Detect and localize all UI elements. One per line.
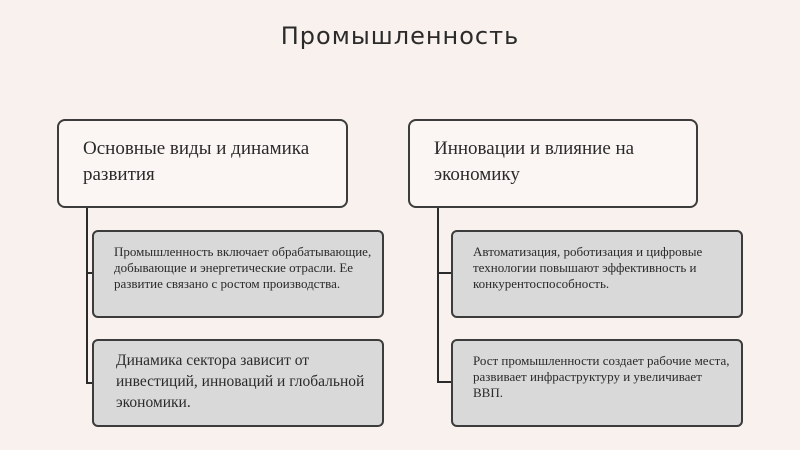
item-box-automation: Автоматизация, роботизация и цифровые те… — [451, 230, 743, 318]
item-text-sector-dynamics: Динамика сектора зависит от инвестиций, … — [116, 352, 365, 411]
connector-left-branch-1 — [86, 272, 94, 274]
header-box-main-types: Основные виды и динамика развития — [57, 119, 348, 208]
item-box-industry-sectors: Промышленность включает обрабатывающие, … — [92, 230, 384, 318]
header-box-innovations: Инновации и влияние на экономику — [408, 119, 698, 208]
item-box-sector-dynamics: Динамика сектора зависит от инвестиций, … — [92, 339, 384, 427]
connector-left-branch-2 — [86, 382, 94, 384]
connector-left-vertical — [86, 206, 88, 384]
item-text-growth-effects: Рост промышленности создает рабочие мест… — [473, 353, 730, 400]
item-text-automation: Автоматизация, роботизация и цифровые те… — [473, 244, 703, 291]
header-text-main-types: Основные виды и динамика развития — [83, 138, 310, 185]
header-text-innovations: Инновации и влияние на экономику — [434, 138, 635, 185]
connector-right-vertical — [437, 207, 439, 383]
item-text-industry-sectors: Промышленность включает обрабатывающие, … — [114, 244, 372, 291]
diagram-title: Промышленность — [280, 22, 520, 50]
connector-right-branch-1 — [437, 272, 453, 274]
connector-right-branch-2 — [437, 381, 453, 383]
item-box-growth-effects: Рост промышленности создает рабочие мест… — [451, 339, 743, 427]
